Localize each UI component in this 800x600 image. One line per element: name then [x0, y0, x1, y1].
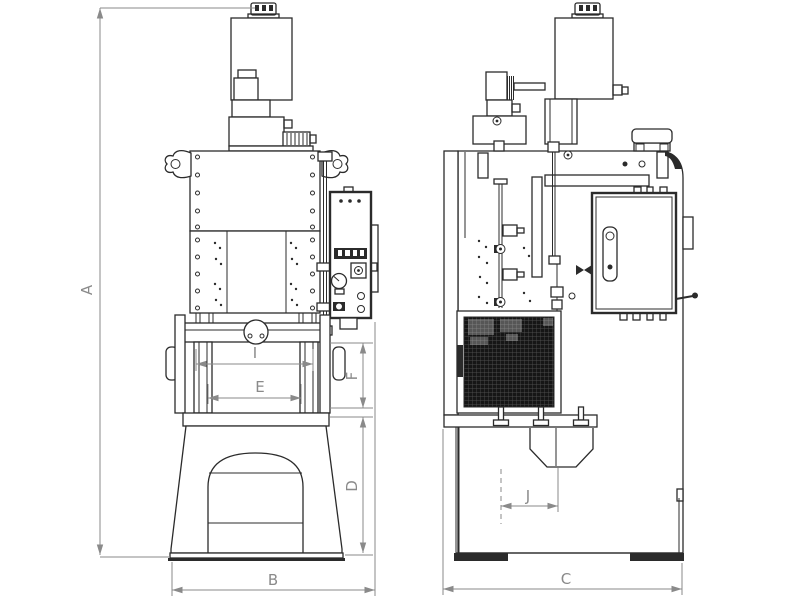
- table-bolster: [182, 412, 330, 427]
- bolt-holes: [195, 154, 315, 311]
- dim-label-A: A: [78, 284, 96, 295]
- lifting-ear-left: [164, 149, 192, 179]
- dim-offset-J: J: [500, 468, 559, 524]
- dim-span-E: E: [207, 378, 302, 404]
- side-tube: [531, 152, 592, 311]
- rear-junction-box: [682, 216, 694, 250]
- dim-height-A: A: [78, 7, 255, 558]
- front-columns: [165, 314, 346, 414]
- dim-width-B: B: [171, 322, 376, 596]
- dim-span-I: I: [195, 344, 314, 371]
- panel-switch: [357, 292, 365, 300]
- side-shelf: [443, 406, 598, 468]
- side-front-strip: [443, 150, 459, 416]
- panel-symbol-plate: [350, 262, 367, 279]
- oil-filler-cap: [631, 128, 673, 152]
- corner-gusset: [665, 151, 682, 169]
- cap-knurl: [255, 5, 259, 11]
- sight-glass: [602, 226, 618, 282]
- front-head-plate: [164, 149, 349, 314]
- front-cross-beam: [183, 313, 327, 345]
- dim-label-C: C: [561, 570, 571, 588]
- pressure-gauge: [330, 272, 348, 295]
- dim-label-E: E: [255, 378, 264, 396]
- pedestal-base: [168, 425, 345, 561]
- side-top-fittings: [477, 128, 682, 187]
- panel-terminal-strip: [334, 248, 367, 259]
- dimensions: A B I E F: [78, 7, 683, 596]
- dim-label-D: D: [343, 480, 361, 492]
- side-view: [443, 2, 698, 561]
- side-oil-tank: [544, 2, 629, 145]
- side-motor-pump: [472, 71, 546, 145]
- handle-right: [332, 346, 346, 381]
- press-nose-chute: [529, 428, 594, 468]
- dim-opening-F: F: [330, 342, 373, 418]
- dim-label-B: B: [268, 571, 278, 589]
- grid-panel: [456, 310, 562, 414]
- dim-label-J: J: [525, 487, 530, 505]
- mounting-rail: [544, 174, 650, 187]
- arch-opening: [207, 452, 304, 553]
- front-valve-block: [282, 131, 317, 147]
- dim-base-D: D: [343, 417, 373, 556]
- front-view: [164, 2, 379, 561]
- side-frame-bottom: [454, 427, 684, 561]
- panel-handle: [457, 345, 463, 377]
- valve-symbol: [576, 265, 592, 275]
- panel-switch: [357, 305, 365, 313]
- electrical-cabinet: [590, 186, 698, 502]
- drain-handle: [675, 292, 698, 300]
- ram-nose: [243, 319, 269, 345]
- dim-label-F: F: [343, 372, 361, 381]
- front-pump-unit: [228, 69, 317, 152]
- panel-feet: [492, 406, 590, 427]
- dim-label-I: I: [253, 344, 257, 362]
- dim-depth-C: C: [442, 429, 683, 595]
- control-panel: [328, 186, 379, 330]
